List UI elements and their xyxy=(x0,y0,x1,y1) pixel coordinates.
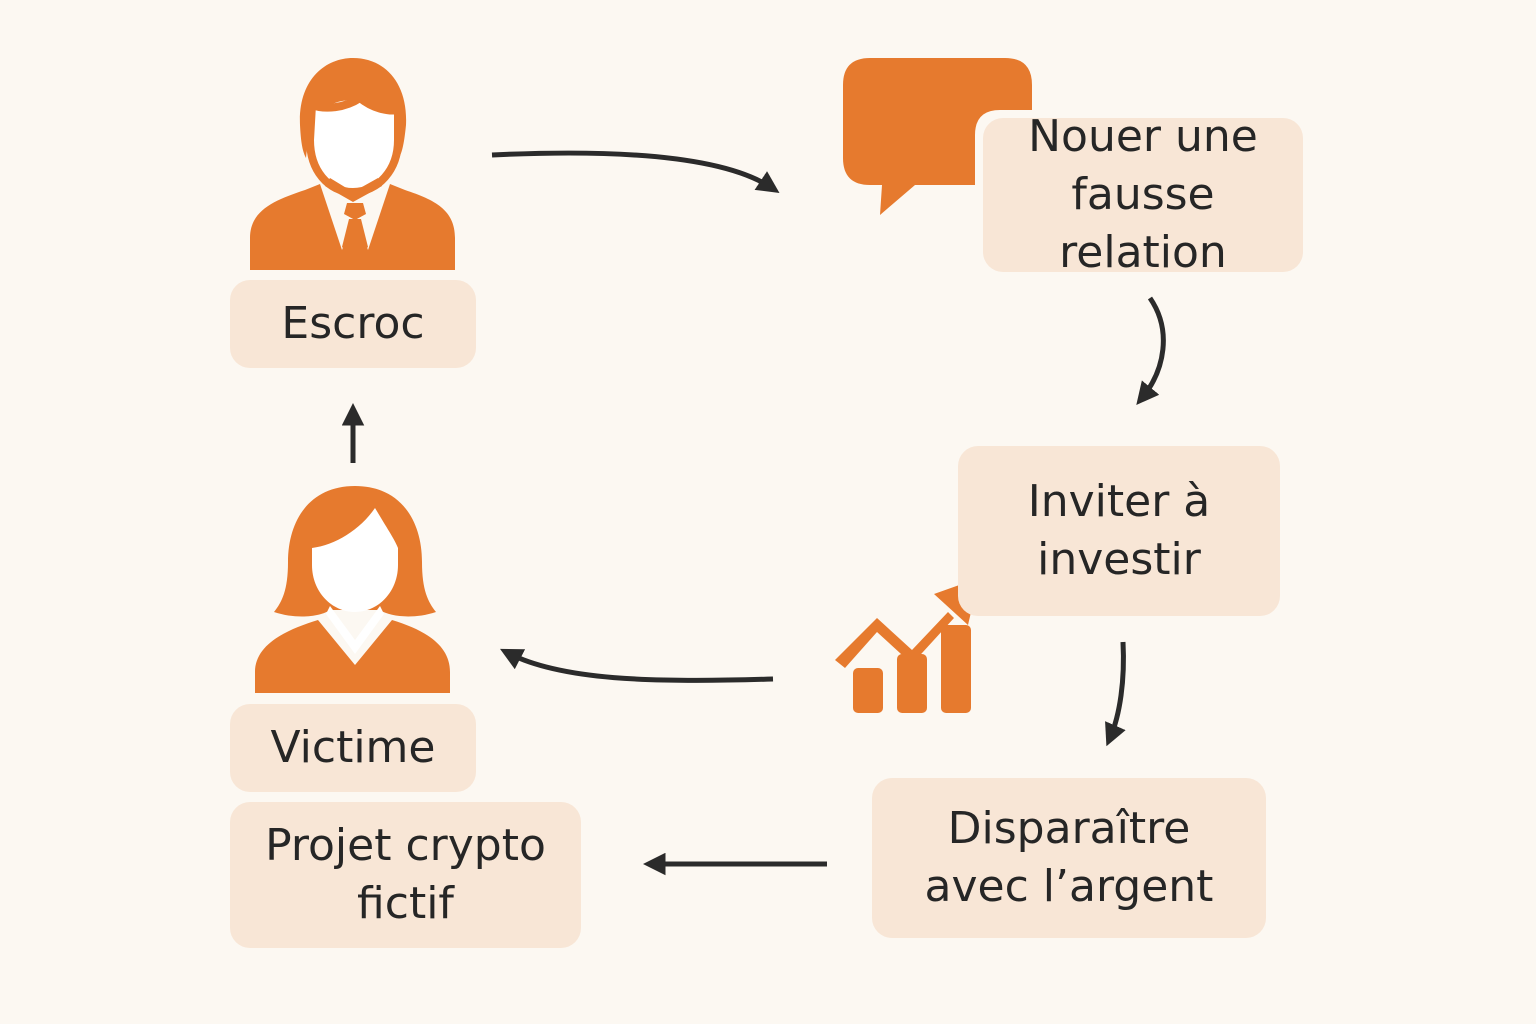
node-investir-line-1: Inviter à xyxy=(1027,476,1211,527)
node-projet-line-1: Projet crypto xyxy=(265,820,546,871)
node-victime: Victime xyxy=(230,704,476,792)
node-victime-label: Victime xyxy=(270,722,436,773)
arrow-relation-to-investir xyxy=(1136,296,1166,405)
node-escroc: Escroc xyxy=(230,280,476,368)
node-relation: Nouer une fausse relation xyxy=(983,111,1303,278)
node-projet: Projet crypto fictif xyxy=(230,802,581,948)
node-disparaitre-line-1: Disparaître xyxy=(947,803,1191,854)
node-disparaitre: Disparaître avec l’argent xyxy=(872,778,1266,938)
arrow-escroc-to-relation xyxy=(491,150,780,193)
node-disparaitre-line-2: avec l’argent xyxy=(924,861,1214,912)
arrow-investir-to-disparaitre xyxy=(1105,641,1126,747)
node-projet-line-2: fictif xyxy=(357,878,454,929)
node-investir-line-2: investir xyxy=(1037,534,1201,585)
node-relation-line-2: fausse relation xyxy=(1059,169,1227,278)
arrow-investir-to-victime xyxy=(500,648,774,683)
node-investir: Inviter à investir xyxy=(958,446,1280,616)
node-relation-line-1: Nouer une xyxy=(1028,111,1258,162)
node-escroc-label: Escroc xyxy=(281,298,425,349)
